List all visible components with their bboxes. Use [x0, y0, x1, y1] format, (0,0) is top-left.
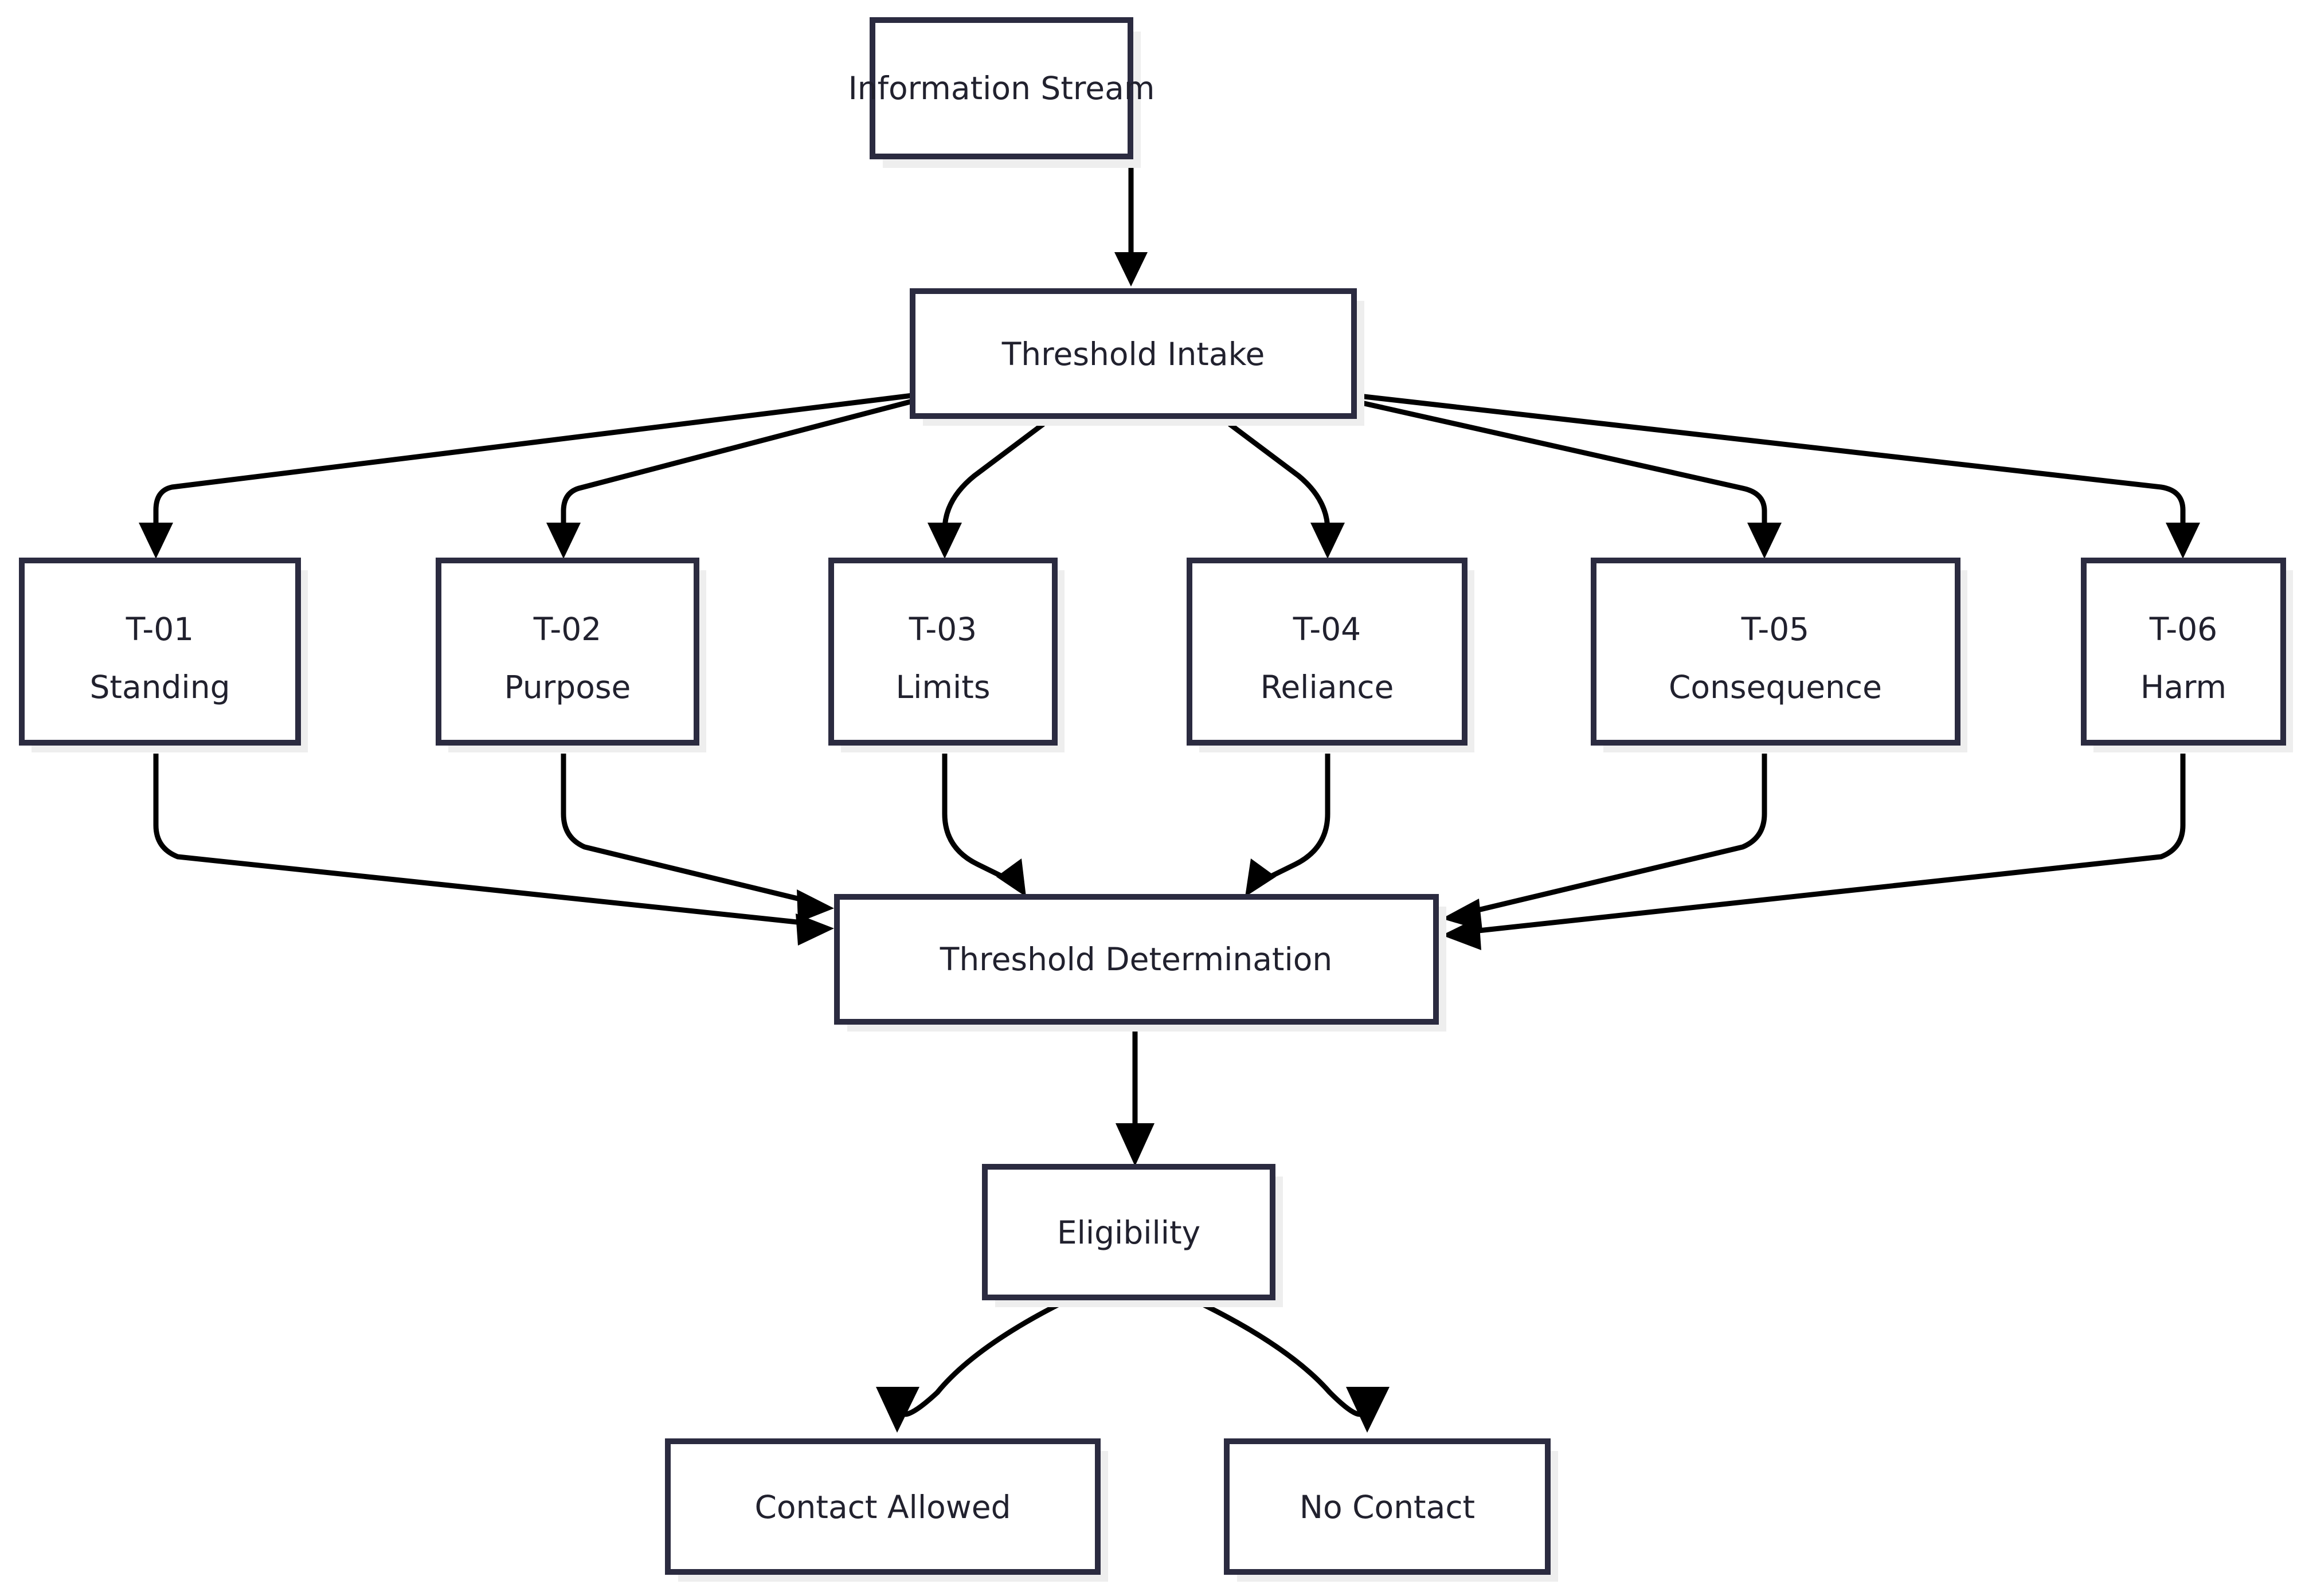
node-no-contact[interactable]: No Contact: [1224, 1438, 1558, 1582]
node-eligibility-label: Eligibility: [1057, 1214, 1200, 1251]
edge-eligibility-to-contact-allowed: [876, 1299, 1065, 1433]
edge-t02-to-threshold-determination: [561, 754, 834, 923]
node-t04-id-label: T-04: [1293, 611, 1361, 648]
node-t01-standing[interactable]: T-01 Standing: [19, 558, 308, 752]
node-t05-name-label: Consequence: [1669, 669, 1882, 705]
edge-t06-to-threshold-determination: [1442, 754, 2186, 950]
node-t05-id-label: T-05: [1741, 611, 1809, 648]
edge-information-stream-to-threshold-intake: [1114, 156, 1148, 287]
edge-threshold-intake-to-t04: [1228, 422, 1345, 559]
node-threshold-intake-label: Threshold Intake: [1001, 336, 1265, 372]
edge-threshold-determination-to-eligibility: [1116, 1032, 1155, 1166]
edge-threshold-intake-to-t05: [1353, 398, 1782, 559]
edge-eligibility-to-no-contact: [1197, 1299, 1390, 1433]
node-threshold-determination-label: Threshold Determination: [940, 941, 1333, 978]
node-threshold-intake[interactable]: Threshold Intake: [910, 288, 1364, 426]
node-contact-allowed-label: Contact Allowed: [754, 1489, 1011, 1526]
edge-threshold-intake-to-t02: [546, 398, 914, 559]
node-t06-id-label: T-06: [2149, 611, 2217, 648]
edge-t01-to-threshold-determination: [153, 754, 834, 946]
node-contact-allowed[interactable]: Contact Allowed: [665, 1438, 1108, 1582]
node-t04-name-label: Reliance: [1261, 669, 1394, 705]
node-t06-harm[interactable]: T-06 Harm: [2081, 558, 2293, 752]
node-t02-purpose[interactable]: T-02 Purpose: [436, 558, 706, 752]
node-t05-consequence[interactable]: T-05 Consequence: [1591, 558, 1967, 752]
edge-threshold-intake-to-t06: [1353, 393, 2200, 559]
node-t01-name-label: Standing: [89, 669, 230, 705]
node-layer: Information Stream Threshold Intake T-01…: [19, 17, 2293, 1582]
edge-threshold-intake-to-t01: [139, 393, 913, 559]
node-t03-id-label: T-03: [909, 611, 977, 648]
node-threshold-determination[interactable]: Threshold Determination: [834, 894, 1446, 1032]
edge-t03-to-threshold-determination: [942, 754, 1026, 897]
node-t04-reliance[interactable]: T-04 Reliance: [1187, 558, 1474, 752]
edge-threshold-intake-to-t03: [928, 422, 1045, 559]
node-eligibility[interactable]: Eligibility: [982, 1164, 1283, 1307]
node-t06-name-label: Harm: [2140, 669, 2226, 705]
node-t02-name-label: Purpose: [504, 669, 631, 705]
node-no-contact-label: No Contact: [1300, 1489, 1475, 1526]
node-t03-limits[interactable]: T-03 Limits: [828, 558, 1065, 752]
node-t01-id-label: T-01: [126, 611, 194, 648]
edge-layer: [139, 156, 2200, 1433]
node-t02-id-label: T-02: [533, 611, 601, 648]
node-information-stream-label: Information Stream: [848, 70, 1155, 107]
node-information-stream[interactable]: Information Stream: [848, 17, 1155, 168]
edge-t04-to-threshold-determination: [1245, 754, 1330, 897]
node-t03-name-label: Limits: [896, 669, 991, 705]
